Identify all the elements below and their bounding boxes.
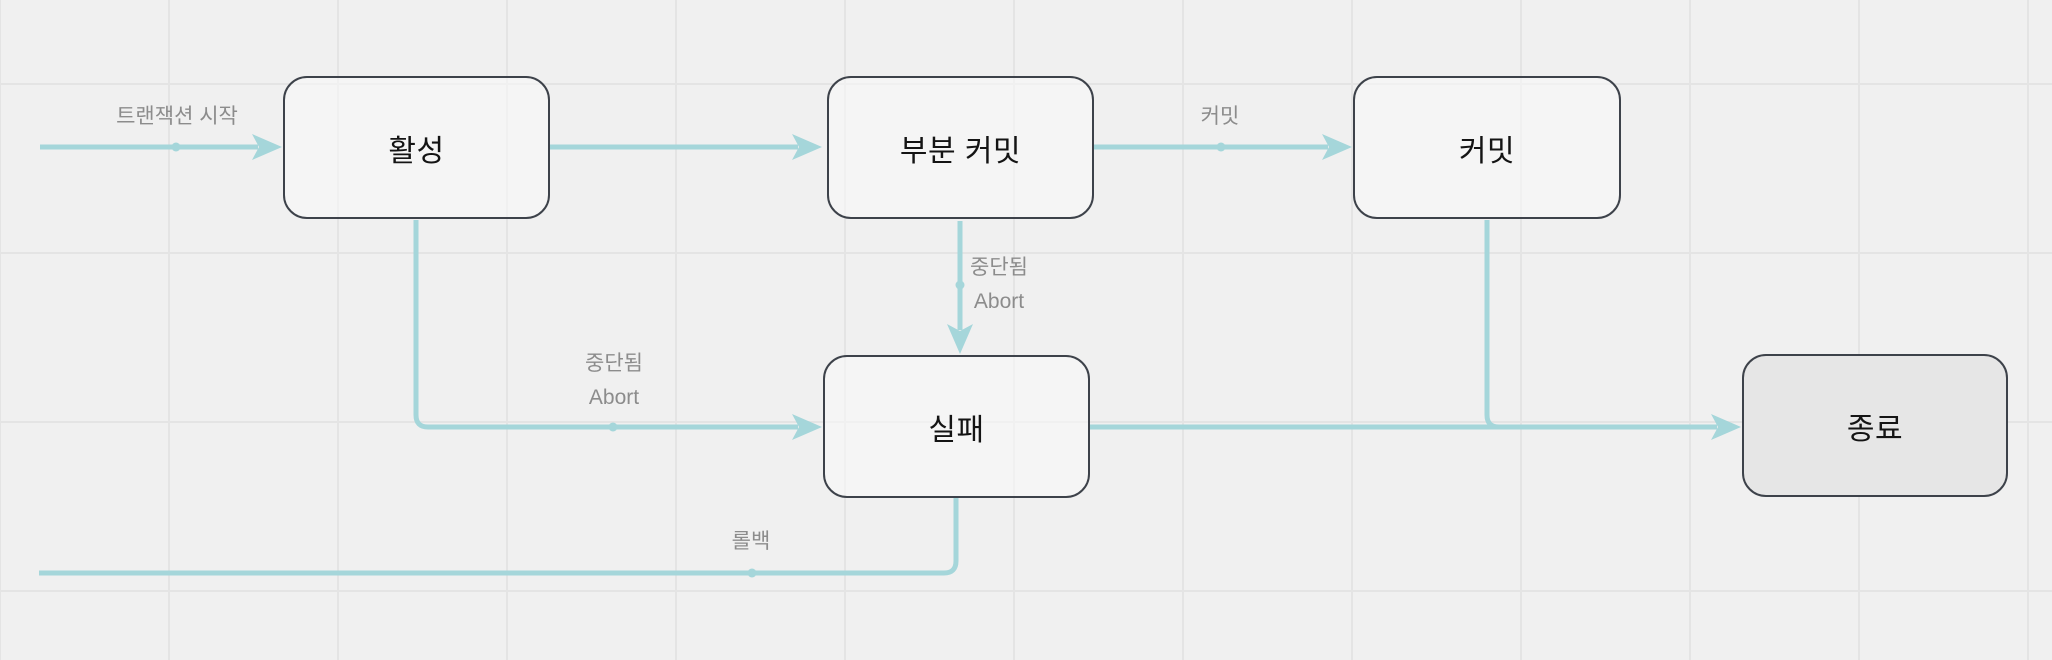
edge-label-line: 중단됨 bbox=[585, 352, 643, 375]
waypoint-dot[interactable] bbox=[1216, 142, 1226, 152]
arrow-head-icon bbox=[252, 134, 282, 160]
edge-label-abort-active[interactable]: 중단됨 Abort bbox=[534, 347, 694, 415]
edge-line[interactable] bbox=[413, 220, 798, 430]
edge-failed-to-terminated[interactable] bbox=[1090, 414, 1741, 440]
node-committed[interactable]: 커밋 bbox=[1353, 76, 1621, 219]
node-partially-committed[interactable]: 부분 커밋 bbox=[827, 76, 1094, 219]
waypoint-dot[interactable] bbox=[171, 142, 181, 152]
edge-label-line: Abort bbox=[973, 290, 1025, 313]
edge-label-abort-partial[interactable]: 중단됨 Abort bbox=[919, 251, 1079, 319]
node-label: 부분 커밋 bbox=[899, 134, 1022, 168]
arrow-head-icon bbox=[792, 414, 822, 440]
waypoint-dot[interactable] bbox=[955, 280, 965, 290]
edge-label-rollback[interactable]: 롤백 bbox=[731, 530, 771, 553]
edge-failed-rollback[interactable] bbox=[39, 498, 959, 578]
edge-label-commit[interactable]: 커밋 bbox=[1200, 105, 1240, 128]
node-label: 활성 bbox=[388, 134, 445, 168]
arrow-head-icon bbox=[792, 134, 822, 160]
arrow-head-icon bbox=[1711, 414, 1741, 440]
edge-label-line: 중단됨 bbox=[970, 256, 1028, 279]
edge-start-to-active[interactable] bbox=[40, 134, 282, 160]
node-label: 실패 bbox=[928, 413, 985, 447]
edge-label-line: Abort bbox=[588, 386, 640, 409]
waypoint-dot[interactable] bbox=[608, 422, 618, 432]
edge-committed-to-terminated[interactable] bbox=[1484, 220, 1512, 430]
waypoint-dot[interactable] bbox=[747, 568, 757, 578]
edge-active-to-partially-committed[interactable] bbox=[550, 134, 822, 160]
edge-partially-committed-to-failed[interactable] bbox=[947, 221, 973, 354]
edge-label-transaction-start[interactable]: 트랜잭션 시작 bbox=[116, 105, 238, 128]
node-label: 종료 bbox=[1846, 412, 1904, 446]
edge-line[interactable] bbox=[1484, 220, 1512, 430]
edge-active-to-failed[interactable] bbox=[413, 220, 822, 440]
arrow-head-icon bbox=[947, 324, 973, 354]
node-terminated[interactable]: 종료 bbox=[1742, 354, 2008, 497]
node-failed[interactable]: 실패 bbox=[823, 355, 1090, 498]
edge-line[interactable] bbox=[39, 498, 959, 576]
node-label: 커밋 bbox=[1458, 134, 1516, 168]
edge-partially-committed-to-committed[interactable] bbox=[1094, 134, 1352, 160]
arrow-head-icon bbox=[1322, 134, 1352, 160]
node-active[interactable]: 활성 bbox=[283, 76, 550, 219]
